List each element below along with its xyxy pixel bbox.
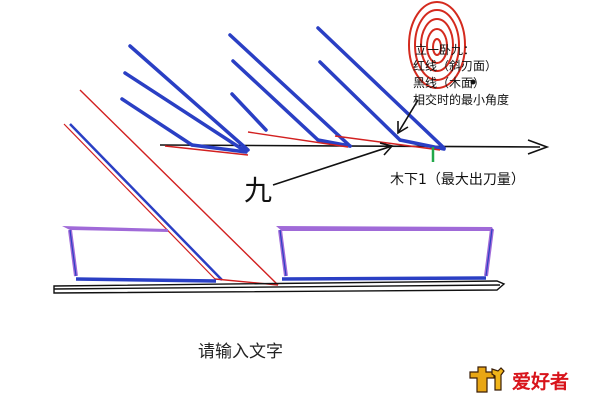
long-blade-line bbox=[69, 123, 223, 281]
legend-line-1: 立一卧九： bbox=[415, 42, 475, 57]
max-cut-label: 木下1（最大出刀量） bbox=[390, 172, 525, 188]
text-input-placeholder[interactable]: 请输入文字 bbox=[198, 342, 283, 362]
plane-body-left bbox=[62, 226, 168, 277]
blade-strokes bbox=[120, 26, 446, 154]
bevel-lines bbox=[164, 131, 441, 156]
legend-dot bbox=[470, 79, 476, 85]
legend-line-2: 红线（斜刃面） bbox=[413, 58, 497, 73]
plane-sole-left bbox=[75, 277, 217, 283]
legend-line-3: 黑线（木面） bbox=[413, 76, 485, 90]
pointer-arrows bbox=[272, 99, 419, 186]
axis-arrowhead bbox=[527, 139, 550, 155]
woodworker-logo: 爱好者 bbox=[469, 366, 569, 393]
legend-text: 立一卧九： 红线（斜刃面） 黑线（木面） 相交时的最小角度 bbox=[413, 42, 509, 107]
nine-label: 九 bbox=[244, 174, 272, 207]
spiral-target-icon bbox=[408, 1, 466, 89]
legend-line-4: 相交时的最小角度 bbox=[413, 92, 509, 107]
wood-board bbox=[53, 280, 506, 294]
long-bevel-line bbox=[79, 89, 279, 286]
logo-text: 爱好者 bbox=[512, 370, 569, 393]
plane-body-right bbox=[276, 226, 494, 277]
plane-sole-right bbox=[281, 276, 487, 281]
long-blade-edge bbox=[63, 123, 217, 281]
